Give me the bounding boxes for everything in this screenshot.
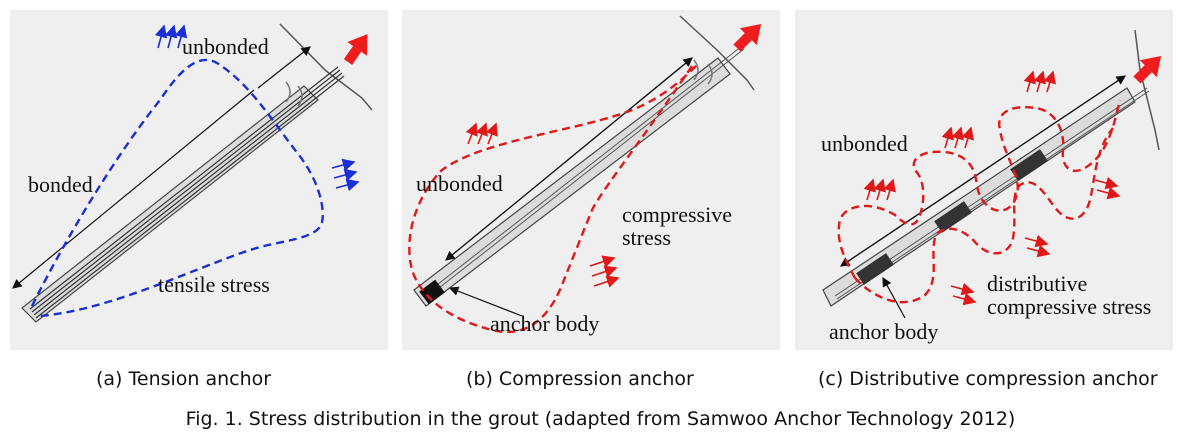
grout-body (413, 57, 731, 307)
panel-compression-anchor: unbonded compressive stress anchor body (402, 10, 780, 350)
bonded-length-arrow (12, 89, 255, 289)
pull-arrow (343, 34, 368, 65)
panel-distributive-compression-anchor: unbonded distributive compressive stress… (795, 10, 1173, 350)
anchor-body-label: anchor body (490, 311, 600, 336)
unbonded-length-arrow-end (840, 75, 1126, 267)
sheath-break (285, 81, 303, 107)
bonded-label: bonded (28, 172, 93, 197)
caption-panel-c: (c) Distributive compression anchor (818, 368, 1158, 390)
pull-arrow (1133, 55, 1162, 84)
tensile-stress-envelope (30, 58, 324, 318)
distributive-stress-envelope (837, 99, 1122, 279)
compressive-force-arrows (465, 122, 620, 288)
tendon-strands (427, 45, 745, 296)
compressive-force-arrows (863, 70, 1121, 306)
anchor-body-label: anchor body (829, 319, 939, 344)
unbonded-length-arrow-end (445, 57, 693, 261)
distributive-anchor-diagram (822, 29, 1162, 319)
tendon-strands (29, 66, 345, 319)
tensile-force-arrows (154, 24, 360, 192)
tension-anchor-diagram (12, 23, 373, 323)
unbonded-label: unbonded (416, 171, 503, 196)
stress-label: distributive compressive stress (987, 271, 1152, 320)
ground-surface (679, 15, 755, 91)
anchor-bodies (856, 149, 1048, 285)
caption-panel-a: (a) Tension anchor (96, 368, 272, 390)
stress-label: tensile stress (158, 272, 270, 297)
anchor-body-leader (448, 286, 523, 317)
anchor-body (419, 279, 445, 305)
unbonded-length-arrow (257, 46, 311, 89)
pull-arrow (733, 23, 762, 52)
unbonded-label: unbonded (182, 34, 269, 59)
sheath-break (693, 59, 713, 85)
figure-caption: Fig. 1. Stress distribution in the grout… (185, 408, 1016, 430)
compressive-stress-envelope (408, 64, 698, 333)
compression-anchor-diagram (408, 15, 762, 333)
stress-label: compressive stress (622, 202, 732, 251)
ground-surface (1134, 29, 1160, 151)
distributive-stress-envelope-lower (854, 127, 1114, 304)
anchor-body-leader (882, 276, 906, 319)
unbonded-label: unbonded (821, 131, 908, 156)
panel-tension-anchor: unbonded bonded tensile stress (10, 10, 388, 350)
caption-panel-b: (b) Compression anchor (466, 368, 694, 390)
